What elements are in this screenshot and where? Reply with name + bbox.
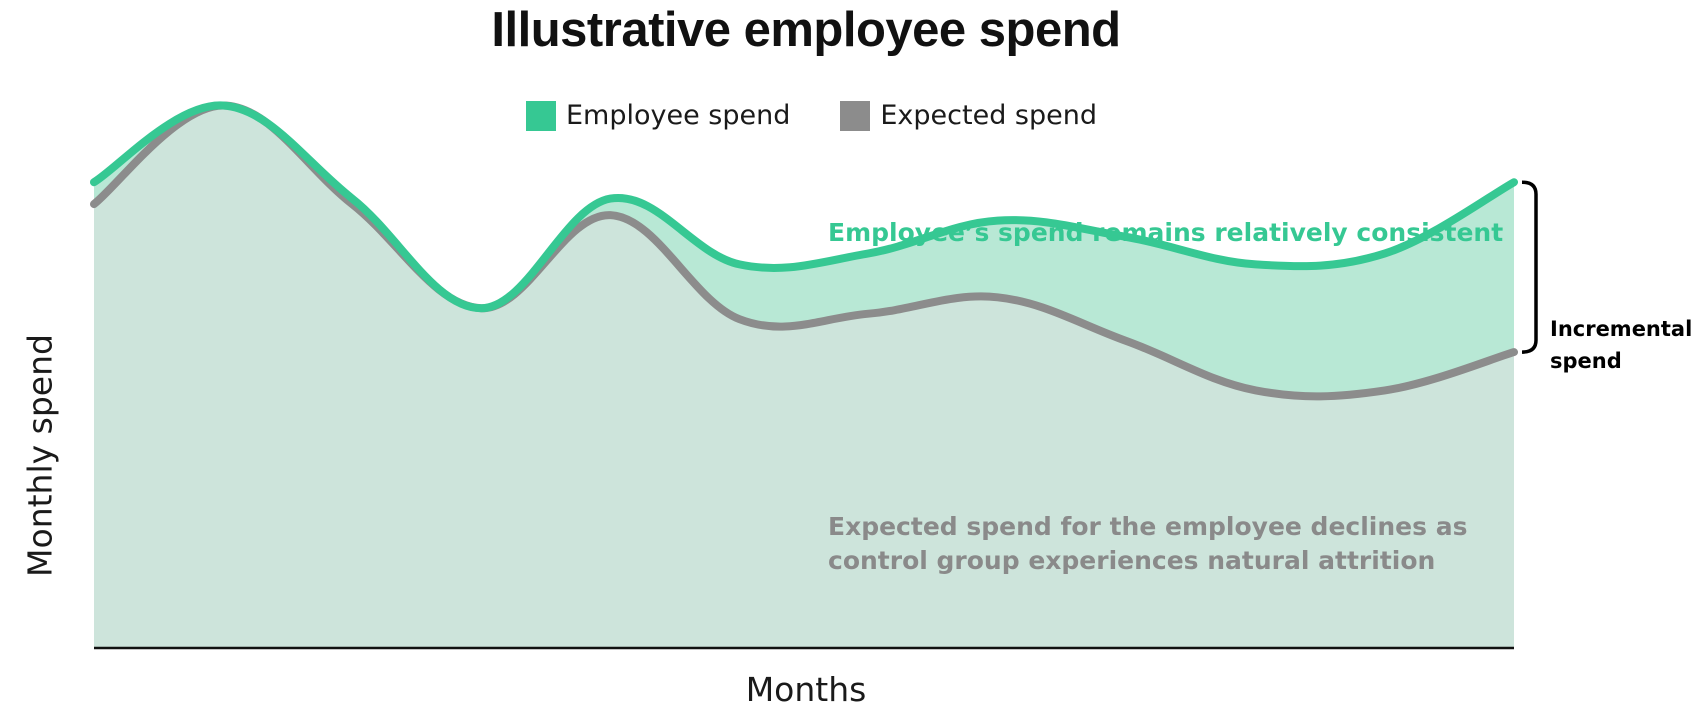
incremental-label-line-1: Incremental [1550, 317, 1693, 341]
incremental-bracket [1521, 180, 1538, 354]
legend-label-expected: Expected spend [880, 100, 1097, 131]
expected-annotation-line-2: control group experiences natural attrit… [828, 546, 1436, 575]
incremental-area [94, 105, 1514, 397]
employee-line [90, 101, 1518, 313]
chart-title: Illustrative employee spend [491, 3, 1121, 57]
legend: Employee spend Expected spend [526, 100, 1147, 131]
expected-annotation-line-1: Expected spend for the employee declines… [828, 512, 1468, 541]
expected-area [94, 105, 1514, 648]
legend-swatch-employee [526, 100, 556, 131]
legend-label-employee: Employee spend [566, 100, 791, 131]
legend-item-employee: Employee spend [526, 100, 790, 131]
legend-item-expected: Expected spend [840, 100, 1097, 131]
legend-swatch-expected [840, 100, 871, 131]
employee-spend-annotation: Employee’s spend remains relatively cons… [828, 218, 1504, 247]
y-axis-label: Monthly spend [20, 334, 60, 577]
expected-spend-annotation: Expected spend for the employee declines… [828, 510, 1528, 578]
incremental-label-line-2: spend [1550, 349, 1622, 373]
incremental-spend-label: Incremental spend [1550, 313, 1692, 377]
x-axis-label: Months [745, 670, 867, 709]
